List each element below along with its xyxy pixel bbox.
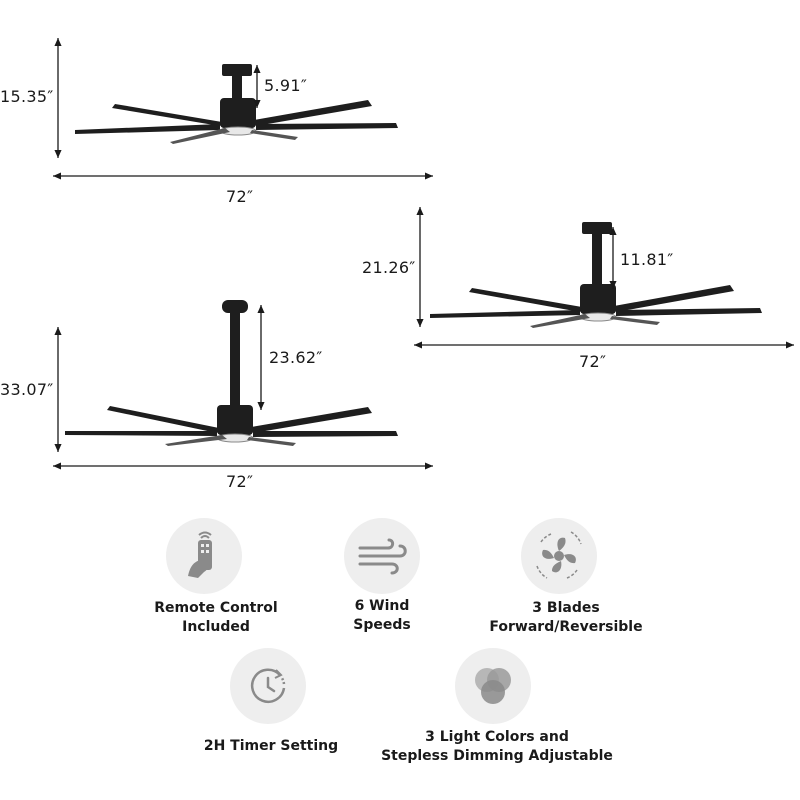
fan-1-illustration: [75, 64, 398, 144]
feature-remote-line2: Included: [182, 619, 250, 635]
fan-1-width-label: 72″: [226, 187, 254, 206]
fan-3-width-label: 72″: [226, 472, 254, 491]
feature-timer-label: 2H Timer Setting: [186, 737, 356, 756]
wind-icon: [358, 538, 407, 575]
timer-icon: [250, 668, 286, 704]
feature-wind-circle: [344, 518, 420, 594]
fan-2-width-label: 72″: [579, 352, 607, 371]
feature-timer-circle: [230, 648, 306, 724]
feature-remote-label: Remote Control Included: [131, 599, 301, 637]
fan-2-downrod-label: 11.81″: [620, 250, 674, 269]
feature-light-circle: [455, 648, 531, 724]
fan-1-downrod-label: 5.91″: [264, 76, 308, 95]
feature-remote-circle: [166, 518, 242, 594]
feature-timer-line1: 2H Timer Setting: [203, 738, 339, 754]
feature-wind-line2: Speeds: [353, 617, 411, 633]
fan-1-height-label: 15.35″: [0, 87, 54, 106]
remote-control-icon: [188, 531, 212, 578]
feature-blades-label: 3 Blades Forward/Reversible: [476, 599, 656, 637]
feature-wind-label: 6 Wind Speeds: [312, 597, 452, 635]
feature-blades-circle: [521, 518, 597, 594]
feature-blades-line1: 3 Blades: [532, 600, 600, 616]
fan-blades-icon: [536, 531, 582, 579]
fan-2-height-label: 21.26″: [362, 258, 416, 277]
fan-2-illustration: [430, 222, 762, 328]
fan-3-downrod-label: 23.62″: [269, 348, 323, 367]
feature-light-line2: Stepless Dimming Adjustable: [381, 748, 613, 764]
feature-blades-line2: Forward/Reversible: [489, 619, 643, 635]
fan-3-illustration: [65, 300, 398, 446]
light-colors-icon: [475, 668, 511, 704]
feature-wind-line1: 6 Wind: [354, 598, 410, 614]
feature-remote-line1: Remote Control: [154, 600, 278, 616]
feature-light-label: 3 Light Colors and Stepless Dimming Adju…: [380, 728, 614, 766]
fan-dimension-diagram: [53, 38, 794, 470]
fan-3-height-label: 33.07″: [0, 380, 54, 399]
feature-light-line1: 3 Light Colors and: [425, 729, 569, 745]
